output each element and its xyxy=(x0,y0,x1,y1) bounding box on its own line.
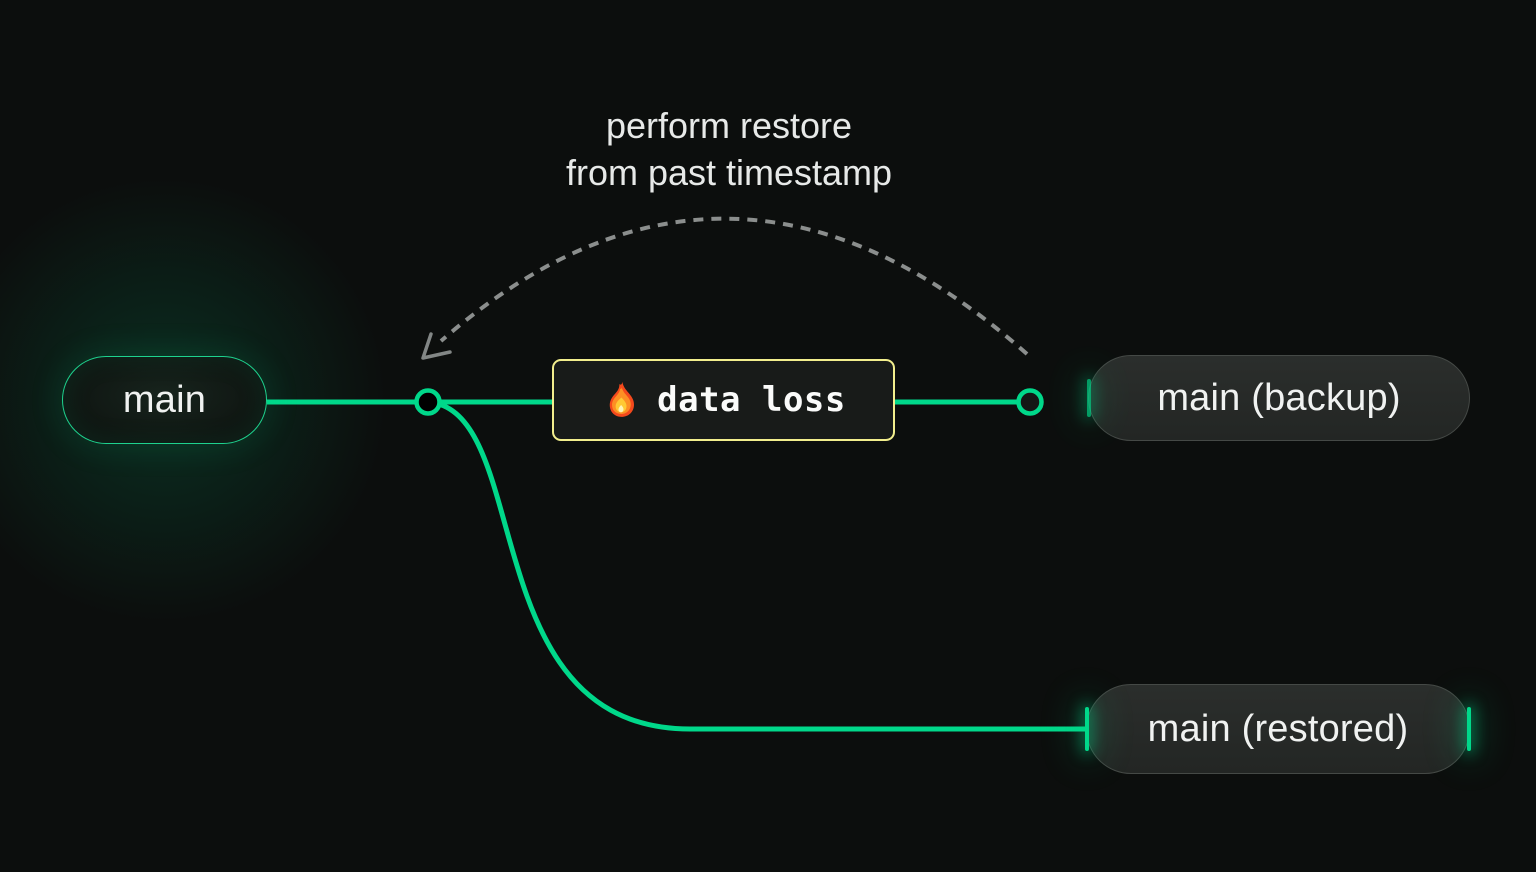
restored-left-edge-glow xyxy=(1085,707,1089,751)
main-branch-label: main xyxy=(122,378,207,421)
fire-inner-flame xyxy=(615,397,627,413)
restore-annotation: perform restore from past timestamp xyxy=(429,102,1029,196)
backup-left-edge-glow xyxy=(1087,379,1091,417)
backup-branch-node: main (backup) xyxy=(1087,355,1470,441)
restored-branch-curve xyxy=(425,399,1099,732)
restore-annotation-line1: perform restore xyxy=(605,105,853,146)
fire-icon xyxy=(609,381,635,417)
fire-core-flame xyxy=(618,405,624,413)
restore-annotation-line2: from past timestamp xyxy=(565,152,893,193)
data-loss-label: data loss xyxy=(657,380,846,420)
backup-point-node xyxy=(1016,388,1044,416)
restored-branch-node: main (restored) xyxy=(1085,684,1471,774)
restore-arc xyxy=(439,216,1029,356)
restore-arrow-icon xyxy=(421,332,452,360)
backup-branch-label: main (backup) xyxy=(1157,376,1401,419)
restored-right-edge-glow xyxy=(1467,707,1471,751)
main-branch-node: main xyxy=(62,356,267,444)
branch-point-node xyxy=(414,388,442,416)
restored-branch-label: main (restored) xyxy=(1147,707,1409,750)
data-loss-badge: data loss xyxy=(552,359,895,441)
